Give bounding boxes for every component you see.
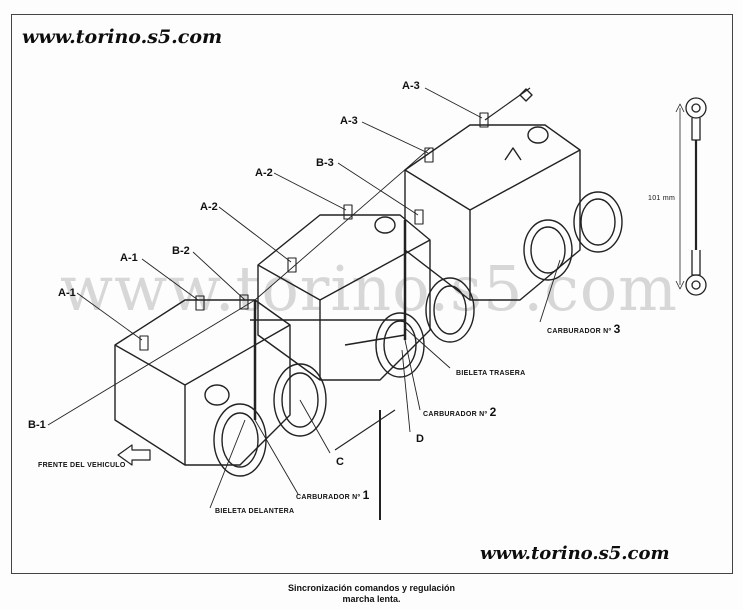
carburetor-2-drawing [257,214,475,381]
label-carburador-1: CARBURADOR Nº 1 [296,488,370,502]
label-measurement: 101 mm [648,195,676,202]
carburetor-3-drawing [404,124,623,301]
footer-url: www.torino.s5.com [480,543,670,564]
label-b3: B-3 [316,157,334,169]
watermark-text: www.torino.s5.com [60,252,678,325]
carburador-3-text: CARBURADOR Nº [547,328,612,335]
figure-caption: Sincronización comandos y regulación mar… [0,583,743,605]
caption-line-1: Sincronización comandos y regulación [287,583,456,593]
label-bieleta-delantera: BIELETA DELANTERA [215,508,295,515]
label-a2-second: A-2 [200,201,218,213]
carburador-2-number: 2 [489,405,497,419]
label-d: D [416,433,424,445]
carburetor-1-drawing [114,299,327,477]
label-a3-top: A-3 [402,80,420,92]
label-carburador-2: CARBURADOR Nº 2 [423,405,497,419]
label-a1-second: A-1 [58,287,76,299]
label-c: C [336,456,344,468]
carburador-1-number: 1 [362,488,370,502]
carburador-3-number: 3 [613,322,621,336]
label-carburador-3: CARBURADOR Nº 3 [547,322,621,336]
link-rod-detail [675,97,707,296]
label-bieleta-trasera: BIELETA TRASERA [456,370,526,377]
label-a1: A-1 [120,252,138,264]
label-a3: A-3 [340,115,358,127]
carburador-2-text: CARBURADOR Nº [423,411,488,418]
label-frente-del-vehiculo: FRENTE DEL VEHICULO [38,462,126,469]
label-b1: B-1 [28,419,46,431]
header-url: www.torino.s5.com [22,26,223,48]
illustration-frame [11,14,733,574]
carburador-1-text: CARBURADOR Nº [296,494,361,501]
caption-line-2: marcha lenta. [342,594,401,604]
label-b2: B-2 [172,245,190,257]
label-a2: A-2 [255,167,273,179]
